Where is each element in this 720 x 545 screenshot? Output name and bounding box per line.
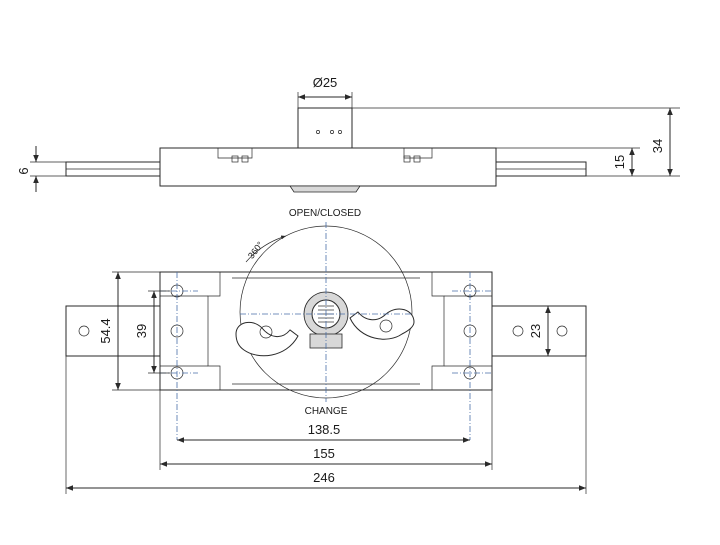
dim-height-total: 34 <box>650 139 665 153</box>
cam-right <box>349 308 415 340</box>
dim-height-outer: 54.4 <box>98 318 113 343</box>
dim-width-total: 246 <box>313 470 335 485</box>
dim-bar-thickness: 6 <box>16 167 31 174</box>
label-change: CHANGE <box>305 406 348 417</box>
label-rotation: 360° <box>246 239 266 260</box>
dim-diameter-top: Ø25 <box>313 75 338 90</box>
dim-height-bar: 15 <box>612 155 627 169</box>
dim-height-right: 23 <box>528 324 543 338</box>
dim-height-inner: 39 <box>134 324 149 338</box>
side-cylinder <box>297 107 353 149</box>
dim-width-body: 155 <box>313 446 335 461</box>
front-bar-right <box>491 305 587 357</box>
dim-width-holes: 138.5 <box>308 422 341 437</box>
front-view: OPEN/CLOSED CHANGE 360° 54.4 39 23 138.5… <box>65 208 587 494</box>
side-housing <box>159 147 497 187</box>
side-view: Ø25 34 15 6 <box>16 75 680 193</box>
side-bottom-boss <box>289 185 361 193</box>
label-open-closed: OPEN/CLOSED <box>289 208 361 219</box>
cam-left <box>235 321 299 357</box>
